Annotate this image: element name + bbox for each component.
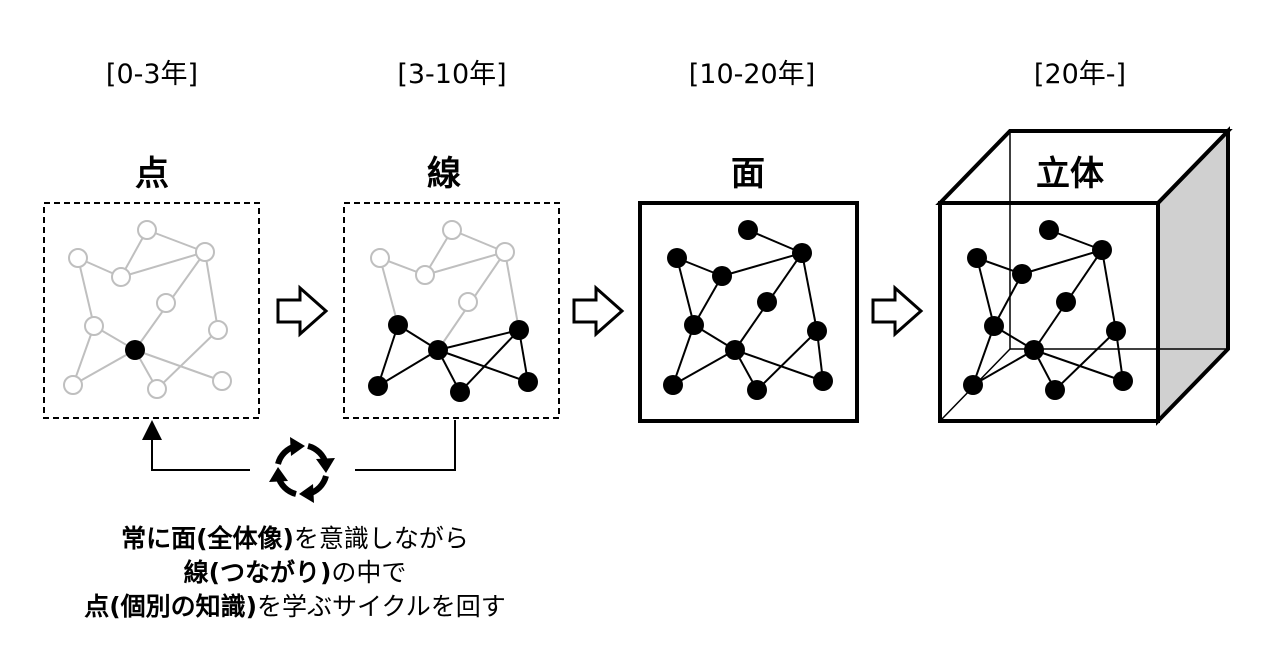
caption-line-1: 常に面(全体像)を意識しながら xyxy=(121,524,469,553)
panel-plane xyxy=(638,201,859,423)
period-label-3-10: [3-10年] xyxy=(397,59,507,90)
arrow-right-outline-icon xyxy=(572,284,625,338)
stage-title-solid: 立体 xyxy=(1036,154,1104,194)
period-label-10-20: [10-20年] xyxy=(688,59,816,90)
stage-title-point: 点 xyxy=(135,154,169,194)
arrow-right-outline-icon xyxy=(276,284,329,338)
cycle-caption: 常に面(全体像)を意識しながら 線(つながり)の中で 点(個別の知識)を学ぶサイ… xyxy=(40,522,550,624)
panel-line xyxy=(343,202,560,419)
stage-title-line: 線 xyxy=(427,154,461,194)
cycle-arrows-icon xyxy=(269,437,335,503)
panel-solid-cube xyxy=(935,126,1233,426)
arrow-right-outline-icon xyxy=(871,284,924,338)
stage-title-plane: 面 xyxy=(731,154,765,194)
panel-point xyxy=(43,202,260,419)
feedback-loop-connector xyxy=(142,420,456,471)
caption-line-3: 点(個別の知識)を学ぶサイクルを回す xyxy=(84,592,506,621)
period-label-20-plus: [20年-] xyxy=(1033,59,1127,90)
period-label-0-3: [0-3年] xyxy=(105,59,199,90)
caption-line-2: 線(つながり)の中で xyxy=(183,558,407,587)
